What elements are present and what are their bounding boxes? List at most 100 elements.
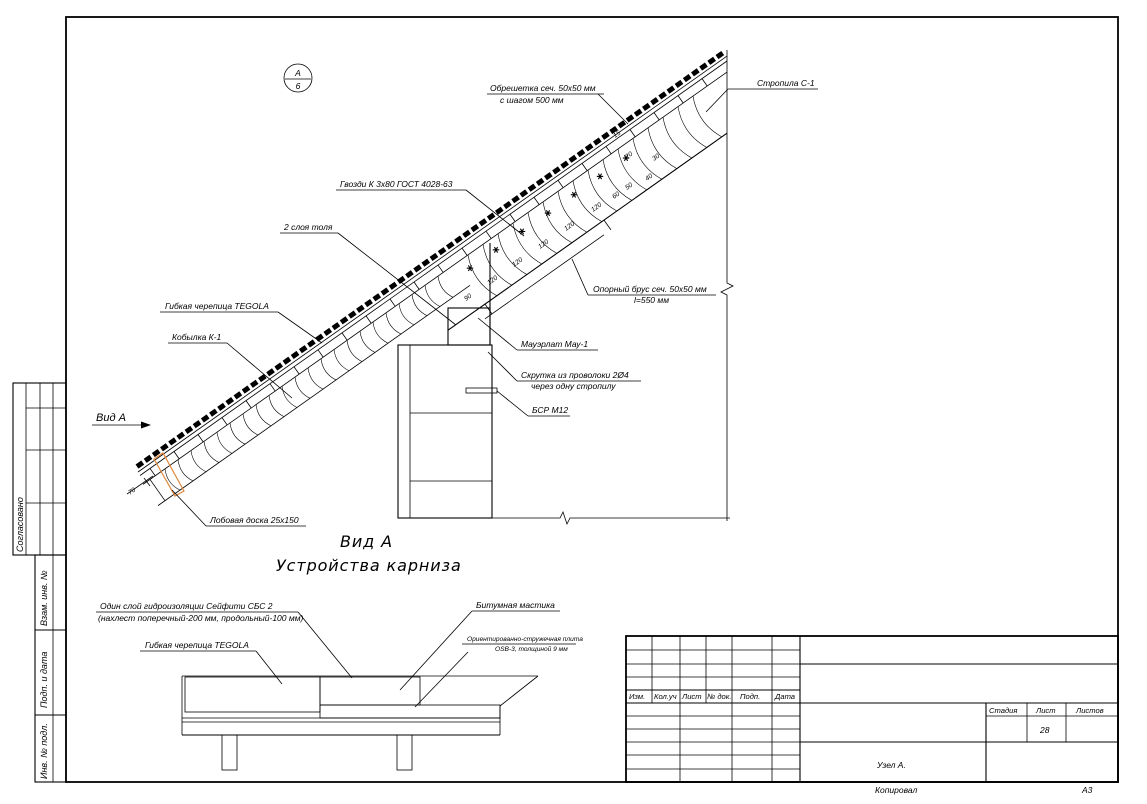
rafter-grain-arc	[617, 148, 647, 191]
kobylka-grain-arc	[385, 312, 402, 335]
shingles-label: Гибкая черепица TEGOLA	[165, 301, 269, 311]
kobylka-grain-arc	[255, 404, 272, 427]
rafter-grain-arc	[587, 170, 617, 212]
orig-inv-label: Инв. № подл.	[39, 723, 49, 779]
mauerlat-leader	[477, 317, 518, 351]
kobylka-grain-arc	[216, 432, 233, 454]
slope-dimension: 90	[463, 293, 473, 303]
rafter-grain-arc	[632, 138, 662, 180]
slope-dimension: 40	[644, 173, 654, 183]
fascia-label: Лобовая доска 25х150	[209, 515, 299, 525]
slope-dimension: 20	[623, 151, 634, 162]
section-marker-letter: А	[294, 68, 301, 78]
agreed-label: Согласовано	[15, 497, 25, 552]
rafter-grain-arc	[467, 254, 497, 297]
batten-bottom-line	[142, 71, 728, 485]
batten	[413, 281, 420, 290]
batten	[173, 451, 180, 460]
detail-shingles-label: Гибкая черепица TEGOLA	[145, 640, 249, 650]
kobylka-grain-arc	[424, 285, 441, 307]
batten	[365, 315, 372, 324]
column-header-date: Дата	[774, 692, 795, 701]
view-title: Вид А	[340, 532, 393, 551]
battens-label-line2: с шагом 500 мм	[500, 95, 564, 105]
nails-label: Гвозди К 3х80 ГОСТ 4028-63	[340, 179, 453, 189]
battens-label: Обрешетка сеч. 50х50 мм	[490, 83, 596, 93]
batten	[629, 129, 636, 138]
column-header-change: Изм.	[629, 692, 645, 701]
rafter-label: Стропила С-1	[757, 78, 815, 88]
view-arrow-head	[141, 421, 151, 429]
detail-osb-leader	[414, 651, 469, 708]
column-header-count: Кол.уч	[654, 692, 677, 701]
tar-paper-leader	[337, 232, 457, 326]
slope-dimension: 30	[651, 153, 661, 163]
support-beam-end	[603, 219, 612, 231]
side-stamp: Согласовано Взам. инв. № Подп. и дата Ин…	[12, 382, 67, 783]
slope-dimension: 15	[612, 130, 622, 140]
kobylka-grain-arc	[294, 377, 311, 399]
tar-paper-label: 2 слоя толя	[283, 222, 333, 232]
kobylka-grain-arc	[177, 459, 194, 482]
batten	[533, 197, 540, 205]
support-beam-bottom-line	[484, 234, 605, 320]
mauerlat-label: Мауэрлат Мау-1	[521, 339, 588, 349]
sign-date-label: Подп. и дата	[39, 652, 49, 708]
rafter-grain-arc	[602, 159, 632, 201]
detail-waterproofing-label-line2: (нахлест поперечный-200 мм, продольный-1…	[98, 613, 304, 623]
rafter-grain-arc	[497, 233, 527, 275]
sheet-label: Лист	[1035, 706, 1056, 715]
anchor-label: БСР М12	[532, 405, 568, 415]
rafter-grain-arc	[647, 127, 677, 169]
nail-mark	[571, 191, 577, 198]
batten-top-line	[139, 60, 728, 476]
kobylka-grain-arc	[268, 395, 285, 417]
batten	[509, 213, 516, 222]
wire-twist-label: Скрутка из проволоки 2Ø4	[521, 370, 629, 380]
kobylka-grain-arc	[281, 386, 298, 408]
batten	[461, 247, 468, 256]
horizontal-dimension-line	[398, 510, 730, 526]
fascia-board	[153, 452, 185, 497]
support-beam-leader	[571, 258, 589, 296]
main-view-callouts: Обрешетка сеч. 50х50 мм с шагом 500 мм С…	[92, 78, 818, 527]
detail-mastic-label: Битумная мастика	[476, 600, 555, 610]
batten	[557, 180, 564, 188]
nails-leader	[465, 189, 525, 237]
slope-dimension: 120	[486, 274, 499, 286]
kobylka-label: Кобылка К-1	[172, 332, 222, 342]
batten	[485, 230, 492, 239]
rafter-grain-arc	[527, 212, 557, 254]
batten	[245, 400, 252, 409]
detail-mastic-leader	[399, 610, 473, 691]
kobylka-grain-arc	[437, 276, 454, 298]
rafter-bottom-line	[447, 132, 728, 331]
slope-dimension: 120	[511, 256, 524, 268]
slope-dimension: 120	[537, 238, 550, 250]
support-beam-label-line2: l=550 мм	[634, 295, 669, 305]
title-block-frame	[625, 635, 1119, 783]
batten	[221, 417, 228, 426]
view-subtitle: Устройства карниза	[276, 556, 462, 575]
kobylka-grain-arc	[164, 468, 181, 491]
slope-dimension: 50	[624, 182, 634, 192]
nail-mark	[545, 210, 551, 217]
kobylka-grain-arc	[411, 294, 428, 316]
detail-mastic-layer	[319, 704, 501, 719]
detail-rafter	[221, 734, 238, 771]
detail-osb-label: Ориентированно-стружечная плита	[467, 636, 583, 643]
anchor-bolt	[465, 387, 498, 394]
eave-dimension-value: 70	[127, 487, 137, 497]
sheet-format: А3	[1081, 785, 1093, 795]
kobylka-bottom-line	[157, 284, 471, 506]
rafter-grain-arc	[662, 117, 692, 159]
slope-dimension: 120	[563, 220, 576, 232]
kobylka-grain-arc	[359, 331, 376, 353]
shingles-leader	[277, 311, 323, 344]
kobylka-grain-arc	[229, 422, 246, 445]
nail-mark	[467, 265, 473, 272]
rafter-leader	[705, 88, 729, 113]
section-marker-circle	[283, 63, 313, 93]
detail-waterproofing-layer	[319, 676, 421, 706]
column-header-sign: Подп.	[740, 692, 760, 701]
